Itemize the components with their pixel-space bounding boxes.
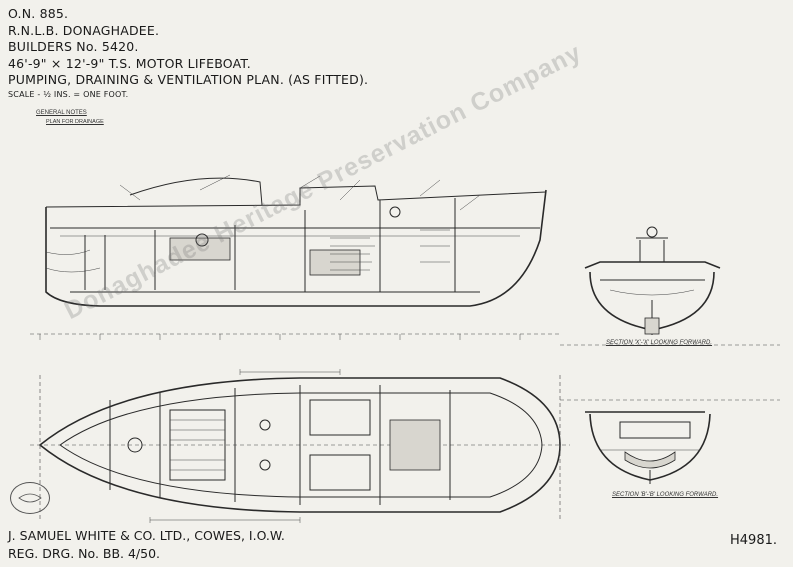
title-block: O.N. 885. R.N.L.B. DONAGHADEE. BUILDERS … [8,6,368,101]
builders-number: BUILDERS No. 5420. [8,39,139,54]
general-notes-heading: GENERAL NOTES [36,110,87,116]
plan-view [30,369,570,523]
stamp-seal [10,482,50,514]
general-notes-subheading: PLAN FOR DRAINAGE [46,118,104,125]
boat-dimensions: 46'-9" × 12'-9" T.S. MOTOR LIFEBOAT. [8,55,251,71]
drawing-number: H4981. [730,533,777,548]
registered-drawing-number: REG. DRG. No. BB. 4/50. [8,546,161,561]
builder-name: J. SAMUEL WHITE & CO. LTD., COWES, I.O.W… [8,528,285,543]
official-number: O.N. 885. [8,6,69,21]
section-bb [560,399,780,484]
section-xx [560,226,780,346]
seal-icon [18,493,42,503]
profile-elevation [30,174,560,340]
section-xx-label: SECTION 'X'-'X' LOOKING FORWARD. [606,340,713,346]
plan-title: PUMPING, DRAINING & VENTILATION PLAN. (A… [8,72,369,87]
scale-note: SCALE - ½ INS. = ONE FOOT. [8,89,129,99]
boat-name: R.N.L.B. DONAGHADEE. [8,22,160,38]
section-bb-label: SECTION 'B'-'B' LOOKING FORWARD. [612,492,719,498]
builder-block: J. SAMUEL WHITE & CO. LTD., COWES, I.O.W… [8,527,285,563]
general-notes: GENERAL NOTES PLAN FOR DRAINAGE [36,110,104,125]
